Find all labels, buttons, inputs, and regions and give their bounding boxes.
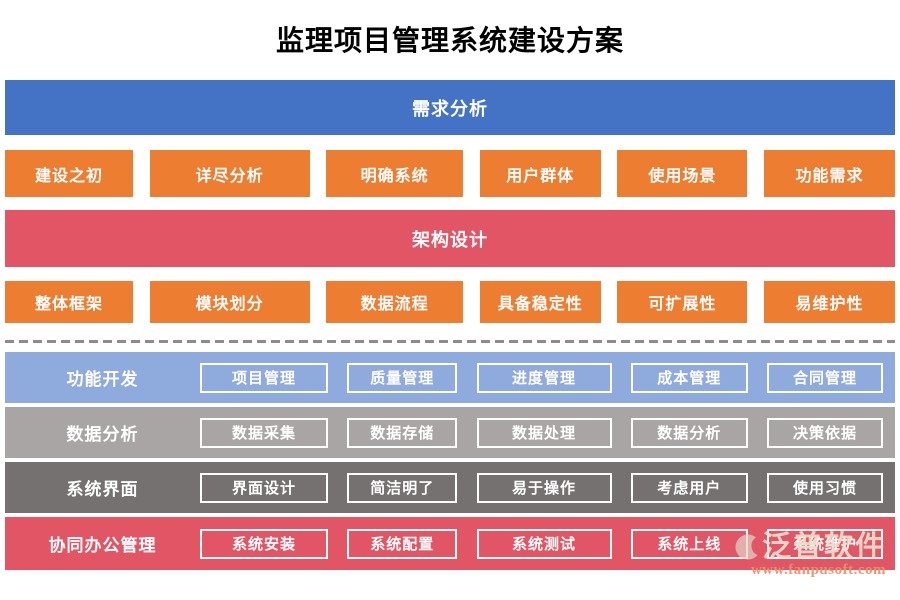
row-item: 界面设计	[200, 472, 328, 503]
row-item: 质量管理	[347, 362, 458, 393]
row-item: 数据分析	[630, 417, 748, 448]
architecture-item-3: 数据流程	[326, 281, 464, 323]
requirements-item-1: 建设之初	[5, 150, 133, 197]
dashed-divider	[5, 340, 895, 343]
row-items: 界面设计 简洁明了 易于操作 考虑用户 使用习惯	[200, 472, 895, 503]
architecture-item-6: 易维护性	[763, 281, 895, 323]
diagram-content: 需求分析 建设之初 详尽分析 明确系统 用户群体 使用场景 功能需求 架构设计 …	[0, 80, 900, 570]
row-item: 合同管理	[767, 362, 883, 393]
row-items: 项目管理 质量管理 进度管理 成本管理 合同管理	[200, 362, 895, 393]
requirements-banner-label: 需求分析	[412, 98, 488, 119]
page-title: 监理项目管理系统建设方案	[275, 25, 624, 56]
row-item: 简洁明了	[347, 472, 458, 503]
row-item: 使用习惯	[767, 472, 883, 503]
row-item: 数据采集	[200, 417, 328, 448]
row-item: 易于操作	[476, 472, 612, 503]
row-data-analysis: 数据分析 数据采集 数据存储 数据处理 数据分析 决策依据	[5, 407, 895, 458]
row-item: 系统安装	[200, 528, 328, 559]
architecture-banner-label: 架构设计	[412, 229, 488, 250]
row-item: 系统配置	[347, 528, 458, 559]
row-item: 考虑用户	[630, 472, 748, 503]
row-label: 系统界面	[66, 480, 139, 499]
row-label: 数据分析	[66, 425, 139, 444]
row-items: 系统安装 系统配置 系统测试 系统上线 系统维护	[200, 528, 895, 559]
requirements-item-3: 明确系统	[326, 150, 464, 197]
row-items: 数据采集 数据存储 数据处理 数据分析 决策依据	[200, 417, 895, 448]
row-item: 数据存储	[347, 417, 458, 448]
row-label: 协同办公管理	[48, 536, 157, 555]
row-item: 决策依据	[767, 417, 883, 448]
requirements-item-6: 功能需求	[763, 150, 895, 197]
row-label: 功能开发	[66, 370, 139, 389]
row-system-interface: 系统界面 界面设计 简洁明了 易于操作 考虑用户 使用习惯	[5, 462, 895, 513]
row-item: 成本管理	[630, 362, 748, 393]
requirements-items-row: 建设之初 详尽分析 明确系统 用户群体 使用场景 功能需求	[5, 150, 895, 197]
row-item: 系统上线	[630, 528, 748, 559]
architecture-items-row: 整体框架 模块划分 数据流程 具备稳定性 可扩展性 易维护性	[5, 281, 895, 323]
requirements-item-4: 用户群体	[479, 150, 601, 197]
architecture-item-2: 模块划分	[149, 281, 310, 323]
row-collaborative-office: 协同办公管理 系统安装 系统配置 系统测试 系统上线 系统维护	[5, 517, 895, 570]
row-item: 项目管理	[200, 362, 328, 393]
architecture-item-5: 可扩展性	[617, 281, 748, 323]
architecture-item-4: 具备稳定性	[479, 281, 601, 323]
requirements-item-2: 详尽分析	[149, 150, 310, 197]
row-item: 系统测试	[476, 528, 612, 559]
requirements-banner: 需求分析	[5, 80, 895, 135]
architecture-banner: 架构设计	[5, 210, 895, 267]
row-item: 数据处理	[476, 417, 612, 448]
row-function-development: 功能开发 项目管理 质量管理 进度管理 成本管理 合同管理	[5, 352, 895, 403]
row-item: 系统维护	[767, 528, 883, 559]
requirements-item-5: 使用场景	[617, 150, 748, 197]
row-item: 进度管理	[476, 362, 612, 393]
architecture-item-1: 整体框架	[5, 281, 133, 323]
